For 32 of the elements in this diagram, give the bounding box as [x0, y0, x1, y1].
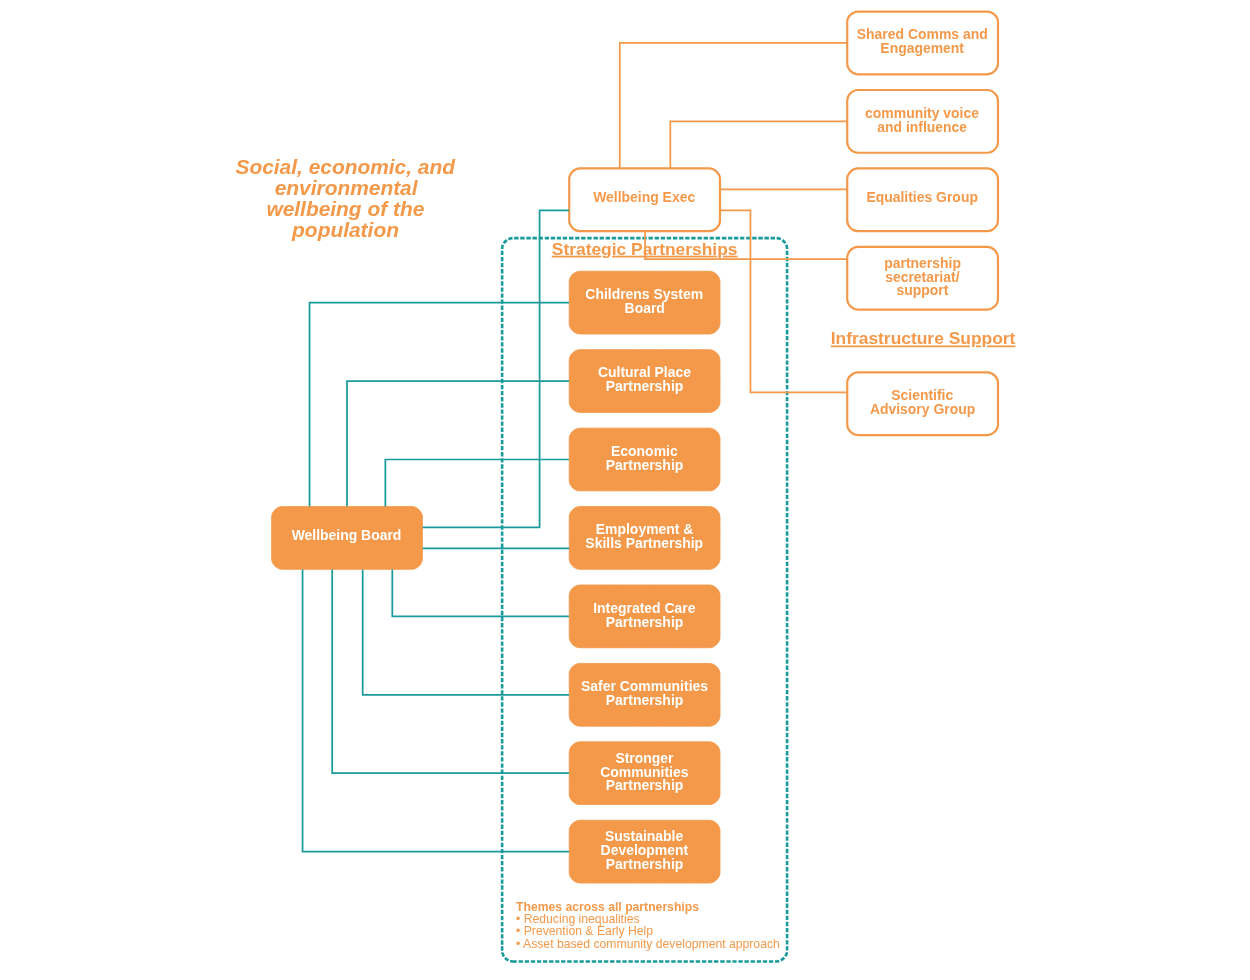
connector: [361, 568, 570, 696]
node-box: Economic Partnership: [568, 427, 721, 492]
node-box: Integrated Care Partnership: [568, 584, 721, 649]
connector: [391, 568, 570, 618]
node-box: Safer Communities Partnership: [568, 663, 721, 727]
label: • Reducing inequalities: [516, 912, 640, 927]
connector: [719, 188, 848, 191]
node-box: Employment & Skills Partnership: [568, 506, 721, 570]
node-box: Childrens System Board: [568, 270, 721, 335]
connector: [301, 568, 570, 853]
node-box: Cultural Place Partnership: [568, 349, 721, 413]
node-box: Wellbeing Exec: [568, 167, 722, 233]
connector: [421, 547, 571, 550]
connector: [669, 120, 848, 170]
label: Social, economic, and environmental wellbeing of the population: [235, 154, 456, 241]
node-box: Sustainable Development Partnership: [568, 819, 721, 884]
node-box: Stronger Communities Partnership: [568, 741, 721, 806]
connector: [719, 209, 848, 394]
label: Infrastructure Support: [830, 328, 1016, 349]
connector: [308, 301, 570, 508]
connector: [421, 209, 570, 529]
connector: [346, 380, 570, 508]
label: Themes across all partnerships: [516, 900, 699, 915]
connector: [331, 568, 570, 775]
connector: [384, 458, 570, 508]
node-box: Wellbeing Board: [271, 506, 423, 570]
node-box: partnership secretariat/ support: [846, 245, 1000, 311]
node-box: Scientific Advisory Group: [846, 371, 1000, 437]
node-box: Shared Comms and Engagement: [846, 10, 1000, 76]
node-box: Equalities Group: [846, 167, 1000, 233]
node-box: community voice and influence: [846, 88, 1000, 154]
connector: [618, 42, 848, 169]
